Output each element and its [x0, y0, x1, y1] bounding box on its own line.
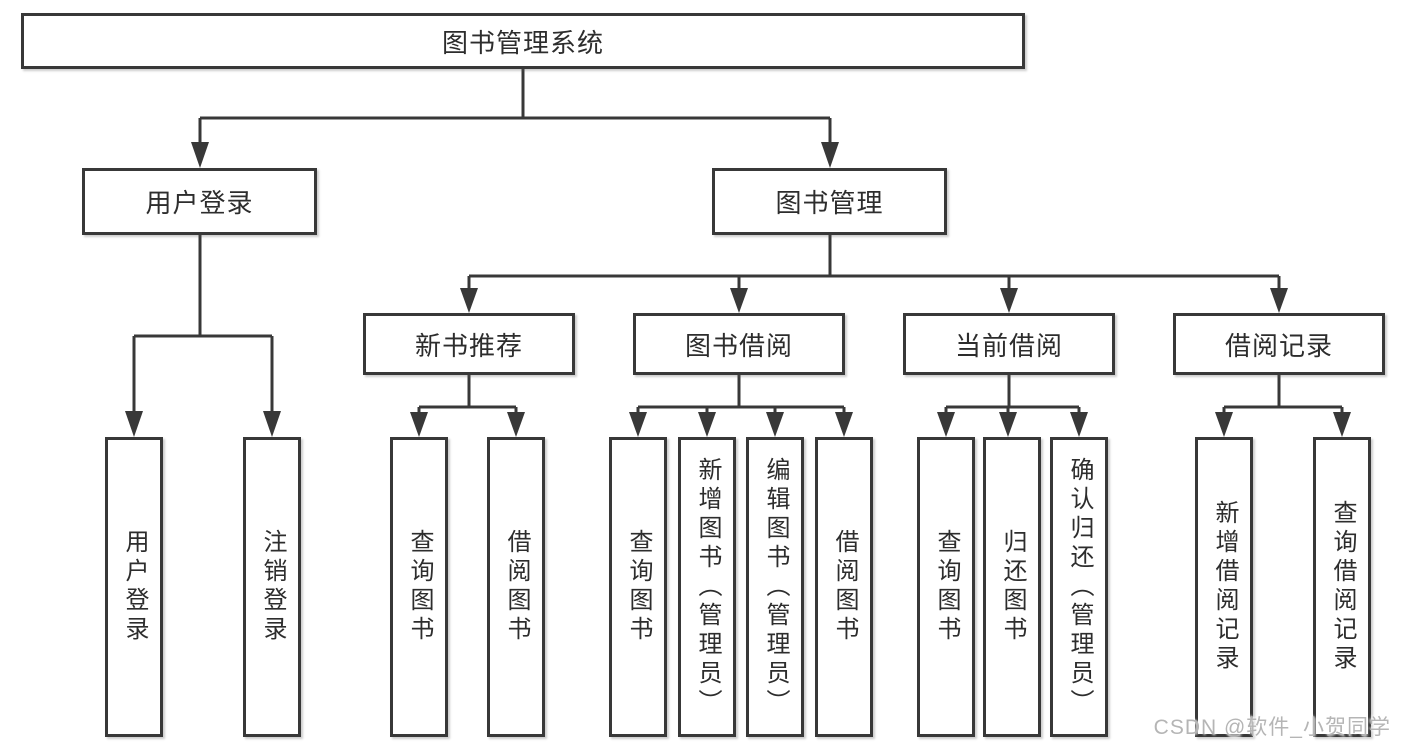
node-label: 借阅图书: [503, 529, 530, 645]
node-label: 新书推荐: [414, 330, 523, 361]
node-label: 新增借阅记录: [1211, 500, 1238, 674]
arrowheads: [125, 142, 1351, 437]
node-label: 用户登录: [121, 529, 148, 645]
csdn-watermark: CSDN @软件_小贺同学: [1153, 716, 1391, 739]
node-current-borrow: 当前借阅: [903, 313, 1115, 375]
node-logout: 注销登录: [243, 437, 301, 737]
node-label: 查询图书: [406, 529, 433, 645]
node-borrow-query-books: 查询图书: [609, 437, 667, 737]
node-current-confirm-return-admin: 确认归还（管理员）: [1050, 437, 1108, 737]
node-borrow-borrow-books: 借阅图书: [815, 437, 873, 737]
node-current-return-books: 归还图书: [983, 437, 1041, 737]
node-label: 当前借阅: [954, 330, 1063, 361]
node-book-management: 图书管理: [712, 168, 947, 235]
node-label: 查询图书: [933, 529, 960, 645]
node-label: 用户登录: [145, 188, 254, 218]
node-user-login: 用户登录: [82, 168, 317, 235]
node-label: 归还图书: [999, 529, 1026, 645]
node-borrow-records: 借阅记录: [1173, 313, 1385, 375]
node-rec-borrow-books: 借阅图书: [487, 437, 545, 737]
node-records-add-borrow-record: 新增借阅记录: [1195, 437, 1253, 737]
node-label: 借阅图书: [831, 529, 858, 645]
node-new-book-recommend: 新书推荐: [363, 313, 575, 375]
node-library-management-system: 图书管理系统: [21, 13, 1025, 69]
node-borrow-add-books-admin: 新增图书（管理员）: [678, 437, 736, 737]
node-label: 确认归还（管理员）: [1066, 456, 1093, 718]
node-label: 图书管理系统: [441, 27, 604, 58]
node-borrow-edit-books-admin: 编辑图书（管理员）: [746, 437, 804, 737]
node-user-login-leaf: 用户登录: [105, 437, 163, 737]
node-label: 借阅记录: [1224, 330, 1333, 361]
node-label: 查询借阅记录: [1329, 500, 1356, 674]
node-label: 图书管理: [775, 188, 884, 218]
node-label: 编辑图书（管理员）: [762, 456, 789, 718]
node-label: 查询图书: [625, 529, 652, 645]
node-current-query-books: 查询图书: [917, 437, 975, 737]
node-label: 新增图书（管理员）: [694, 456, 721, 718]
node-label: 注销登录: [259, 529, 286, 645]
node-rec-query-books: 查询图书: [390, 437, 448, 737]
node-book-borrow: 图书借阅: [633, 313, 845, 375]
node-label: 图书借阅: [684, 330, 793, 361]
node-records-query-borrow-record: 查询借阅记录: [1313, 437, 1371, 737]
